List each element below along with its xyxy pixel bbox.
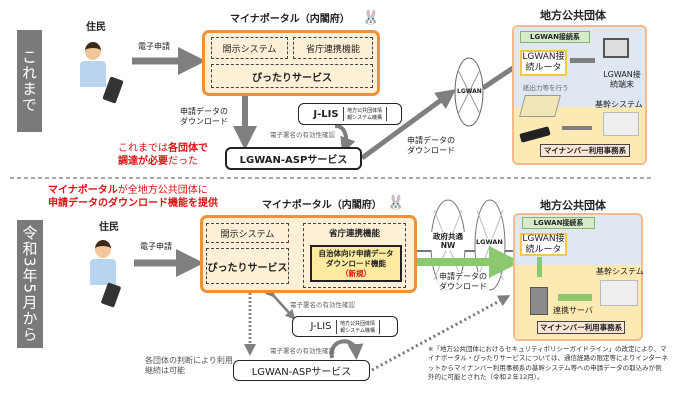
e-application-label: 電子申請 [140, 242, 172, 251]
lgwan-system-label: LGWAN接続系 [522, 217, 595, 229]
arrow [558, 294, 592, 301]
lgwan-network-label: LGWAN [457, 88, 482, 95]
mynumber-system-label: マイナンバー利用事務系 [537, 321, 625, 334]
resident-person-icon [80, 42, 106, 102]
pittari-service: ぴったりサービス [206, 248, 289, 284]
core-system-label: 基幹システム [596, 267, 644, 276]
lgwan-router: LGWAN接続ルータ [520, 233, 567, 256]
jlis-box: J-LIS 地方公共団体情報システム機構 [298, 103, 402, 125]
local-gov-title: 地方公共団体 [540, 9, 606, 22]
arrow [562, 126, 592, 130]
resident-label: 住民 [99, 222, 119, 233]
portal-title: マイナポータル（内閣府） [230, 14, 350, 25]
server-rack-icon [603, 112, 639, 136]
download-label: 申請データのダウンロード [180, 107, 228, 126]
signature-check-label: 電子署名の有効性確認 [270, 131, 335, 139]
disclosure-system: 開示システム [206, 223, 289, 243]
arrow [570, 58, 595, 63]
resident-person-icon [90, 240, 116, 300]
jlis-label: J-LIS [310, 321, 332, 332]
procurement-note: これまでは各団体で 調達が必要だった [118, 143, 208, 167]
signature-check-label-2: 電子署名の有効性確認 [270, 347, 335, 355]
lgwan-asp-service: LGWAN-ASPサービス [233, 360, 370, 381]
paper-stack-icon [519, 95, 561, 117]
section-label-after: 令和3年5月から [17, 220, 43, 348]
lgwan-network-label: LGWAN [476, 238, 503, 247]
jlis-full-name: 地方公共団体情報システム機構 [335, 319, 380, 334]
disclosure-system: 開示システム [211, 37, 288, 59]
lgwan-asp-service: LGWAN-ASPサービス [225, 147, 362, 170]
lgwan-system-label: LGWAN接続系 [520, 31, 590, 43]
core-system-label: 基幹システム [595, 100, 643, 109]
lgwan-router: LGWAN接続ルータ [520, 50, 567, 76]
new-feature-caption: マイナポータルが全地方公共団体に 申請データのダウンロード機能を提供 [48, 185, 218, 209]
lgwan-terminal-label: LGWAN接続端末 [603, 70, 641, 89]
link-server-label: 連携サーバ [553, 306, 593, 315]
rabbit-mascot-icon: 🐰 [362, 10, 380, 26]
terminal-icon [603, 38, 629, 58]
gov-nw-label: 政府共通NW [430, 232, 466, 250]
resident-label: 住民 [86, 22, 106, 33]
arrow [537, 257, 542, 277]
pittari-service: ぴったりサービス [211, 64, 373, 88]
mynumber-system-label: マイナンバー利用事務系 [540, 144, 630, 157]
ministry-link-label: 省庁連携機能 [328, 229, 380, 239]
download-label: 申請データのダウンロード [437, 272, 489, 292]
jlis-label: J-LIS [313, 108, 339, 120]
server-rack-icon [600, 280, 638, 306]
paper-output-label: 紙出力等を行う [523, 84, 569, 92]
rabbit-mascot-icon: 🐰 [387, 195, 405, 211]
new-download-function: 自治体向け申請データ ダウンロード機能 （新規） [310, 245, 402, 282]
ministry-link-function: 省庁連携機能 [303, 223, 406, 288]
signature-check-label: 電子署名の有効性確認 [290, 301, 355, 309]
portal-title: マイナポータル（内閣府） [262, 200, 382, 211]
jlis-full-name: 地方公共団体情報システム機構 [342, 107, 387, 121]
link-server-icon [530, 287, 548, 315]
section-label-before: これまで [17, 30, 42, 132]
local-gov-title: 地方公共団体 [540, 199, 606, 212]
footnote: ※「地方公共団体におけるセキュリティポリシーガイドライン」の改定により、マイナポ… [428, 345, 668, 382]
e-application-label: 電子申請 [138, 42, 170, 51]
jlis-box: J-LIS 地方公共団体情報システム機構 [292, 316, 398, 337]
continue-use-note: 各団体の判断により利用継続は可能 [145, 356, 233, 375]
download-label-2: 申請データのダウンロード [407, 136, 455, 155]
ministry-link-function: 省庁連携機能 [293, 37, 373, 59]
